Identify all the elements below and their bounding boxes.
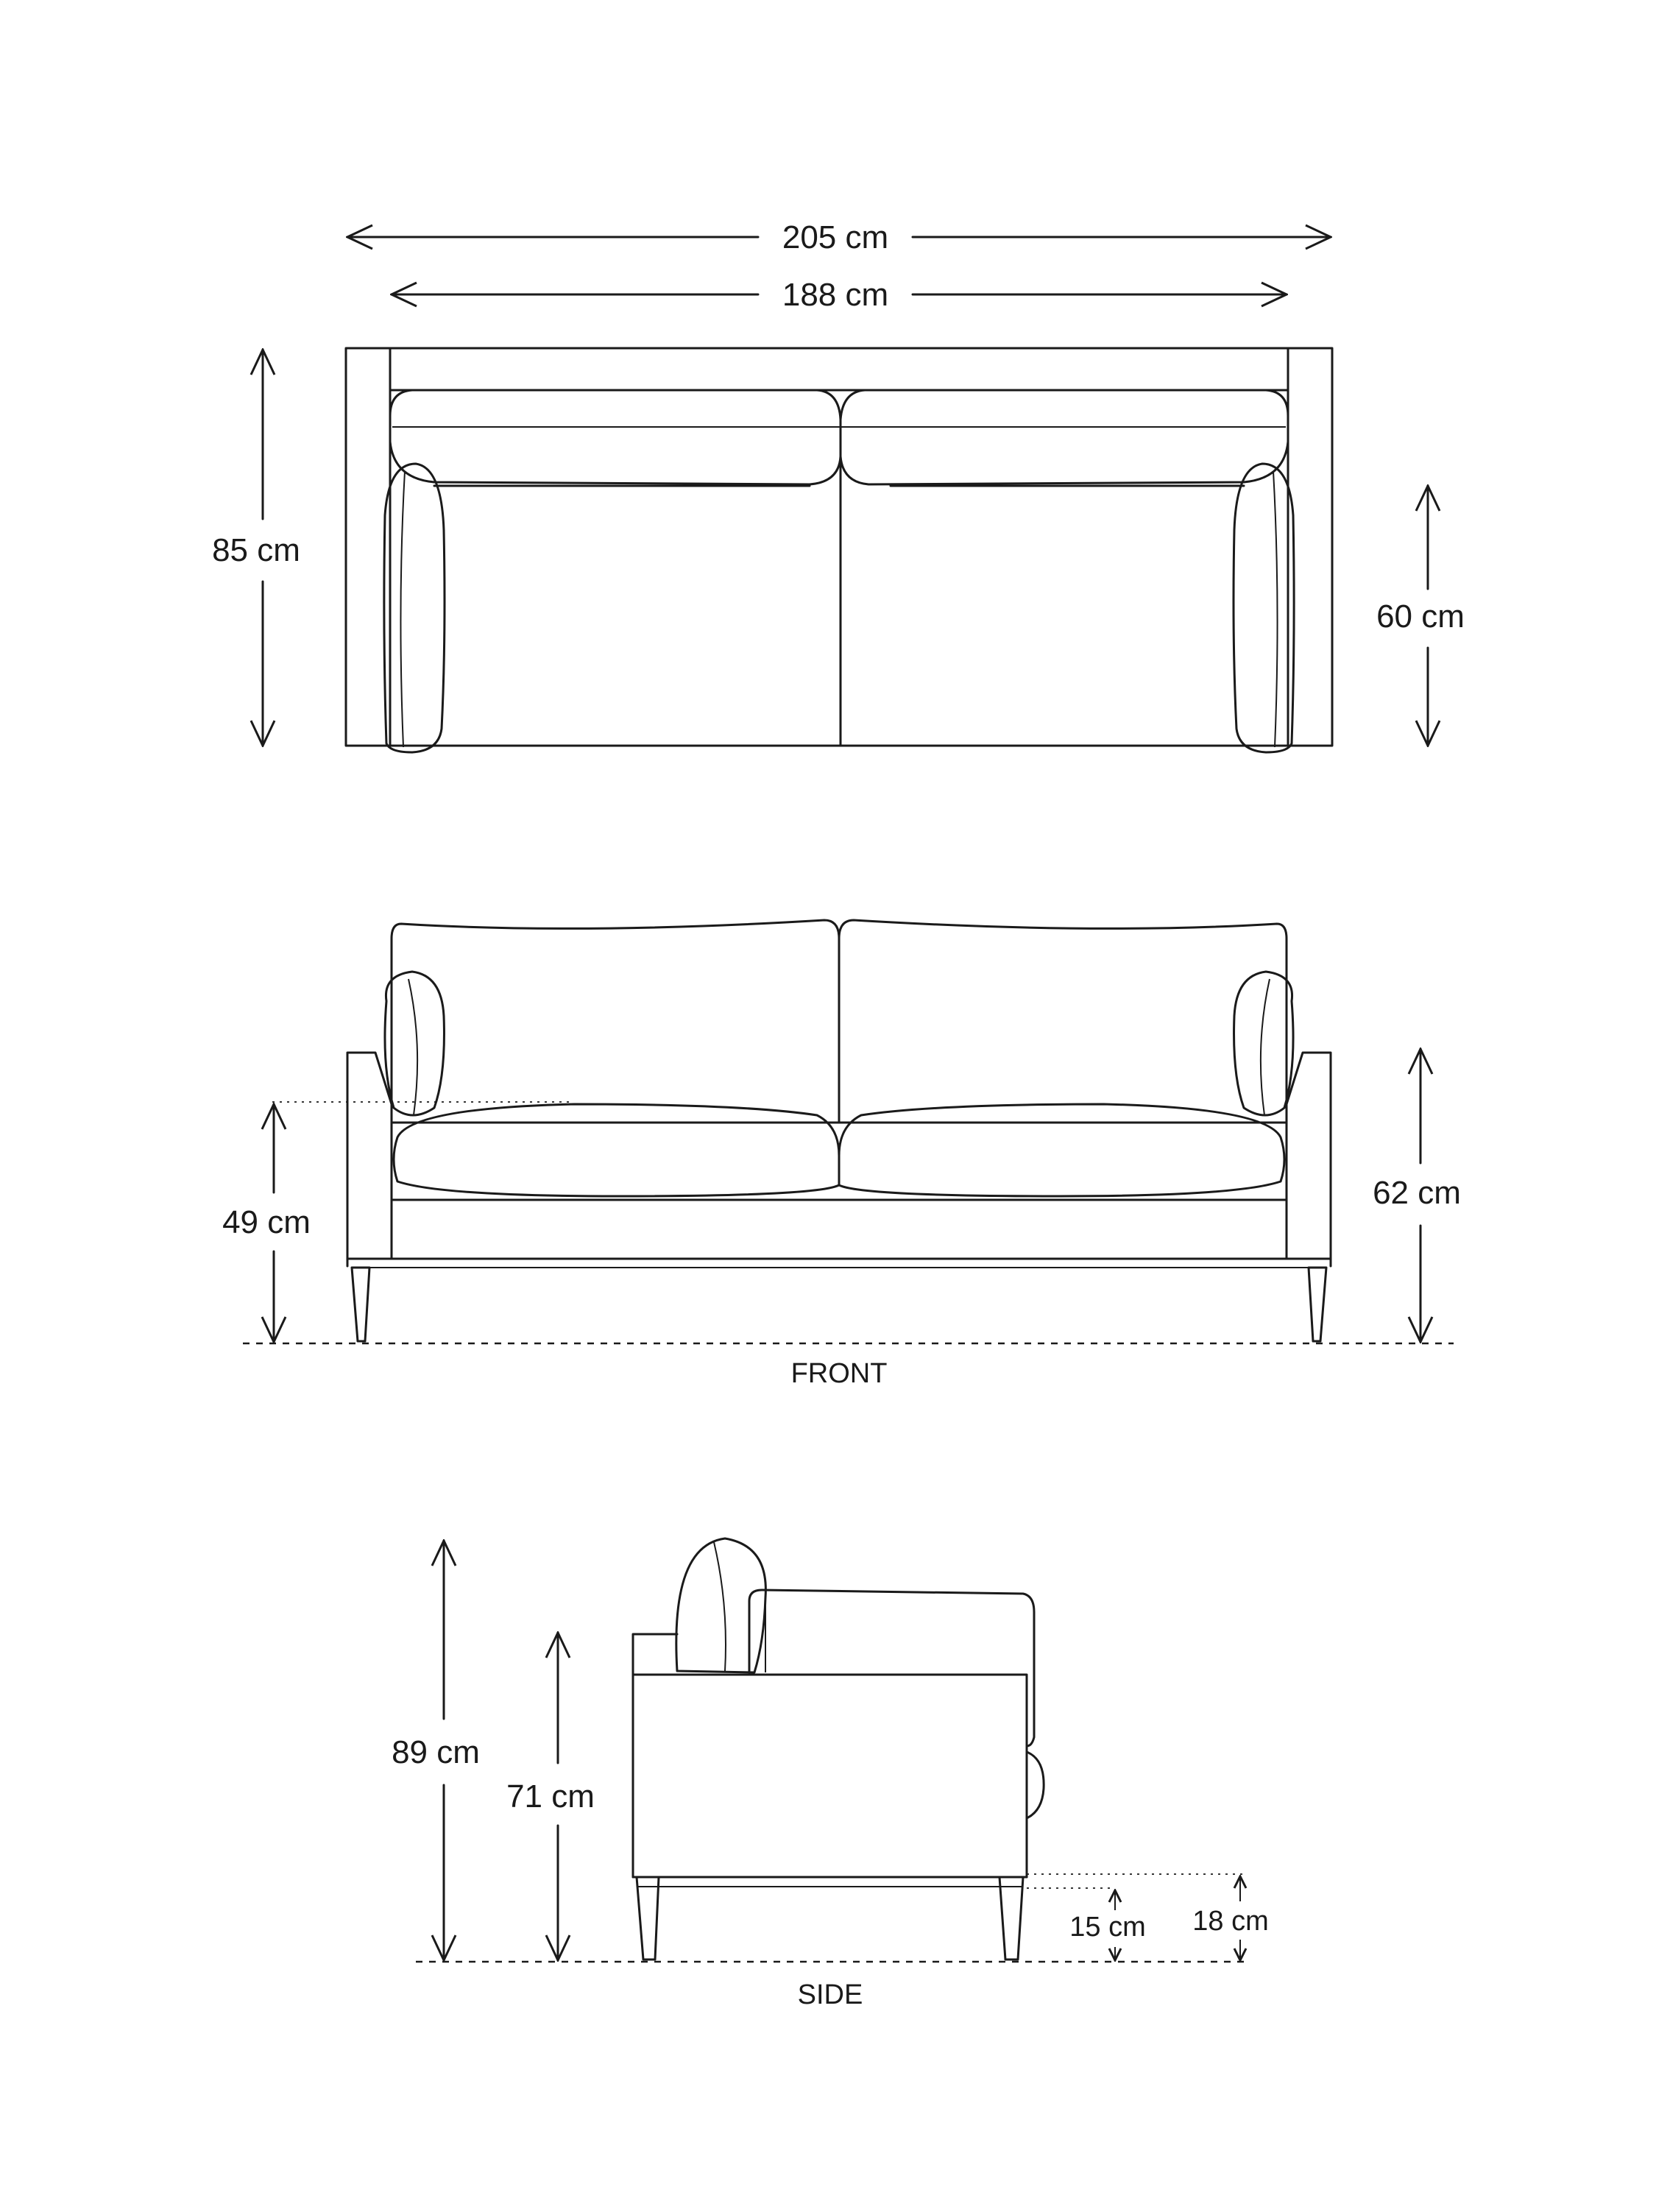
width-overall-label: 205 cm	[782, 219, 888, 255]
front-view-sofa-outline	[346, 919, 1332, 1343]
depth-overall-label: 85 cm	[212, 532, 300, 568]
total-height-label: 89 cm	[392, 1734, 480, 1770]
width-inner-label: 188 cm	[782, 277, 888, 313]
underside-height-label: 18 cm	[1192, 1906, 1268, 1937]
arm-height-label: 62 cm	[1373, 1175, 1461, 1211]
seat-height-label: 49 cm	[222, 1204, 311, 1240]
back-height-label: 71 cm	[506, 1778, 595, 1815]
top-view-sofa-outline	[344, 347, 1334, 754]
seat-depth-label: 60 cm	[1376, 598, 1465, 635]
top-view: 205 cm 188 cm 85 cm 60 cm	[212, 219, 1465, 754]
leg-height-label: 15 cm	[1069, 1912, 1145, 1943]
side-view: 89 cm 71 cm 15 cm 18 cm SIDE	[392, 1537, 1269, 2010]
front-view: 49 cm 62 cm FRONT	[222, 919, 1461, 1389]
side-view-sofa-outline	[631, 1537, 1045, 1961]
front-view-caption: FRONT	[791, 1358, 888, 1389]
side-view-caption: SIDE	[798, 1979, 863, 2010]
